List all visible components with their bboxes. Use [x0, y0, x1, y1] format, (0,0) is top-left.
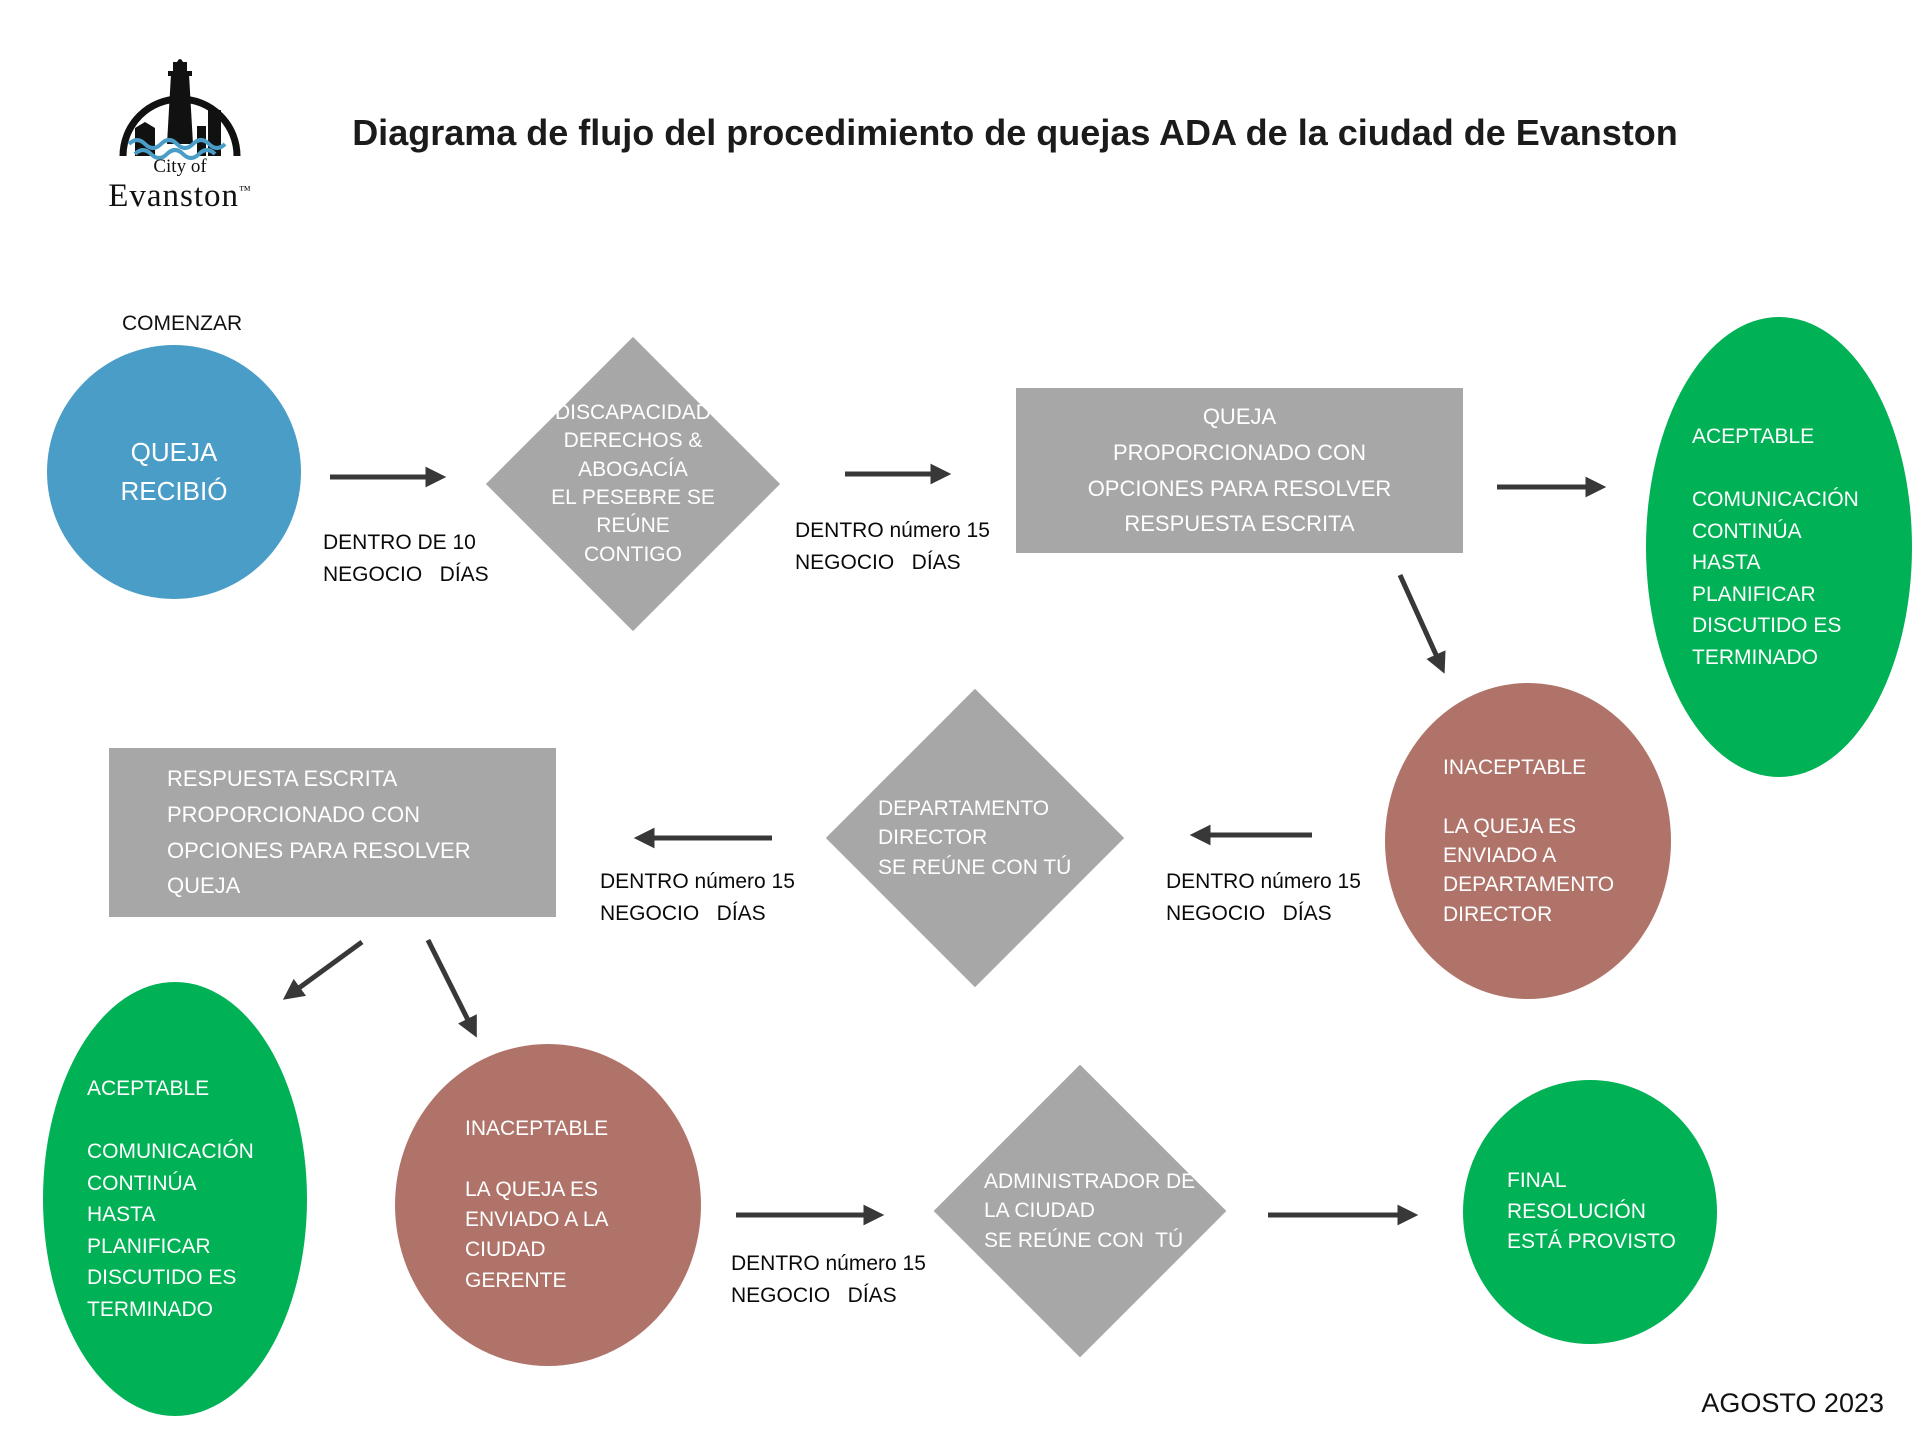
node-inaceptable-2: INACEPTABLE LA QUEJA ES ENVIADO A LA CIU…	[395, 1044, 701, 1366]
date-stamp: AGOSTO 2023	[1701, 1388, 1884, 1418]
edge-label-dentro-15-a: DENTRO número 15 NEGOCIO DÍAS	[795, 519, 990, 574]
node-aceptable-1: ACEPTABLE COMUNICACIÓN CONTINÚA HASTA PL…	[1646, 317, 1912, 777]
node-queja-recibio: QUEJA RECIBIÓ	[47, 345, 301, 599]
node-departamento-director: DEPARTAMENTO DIRECTOR SE REÚNE CON TÚ	[825, 688, 1125, 988]
trademark-symbol: ™	[239, 183, 252, 197]
arrow-response2-to-acceptable2	[282, 939, 364, 1000]
node-aceptable-2: ACEPTABLE COMUNICACIÓN CONTINÚA HASTA PL…	[43, 982, 307, 1416]
edge-label-dentro-15-b: DENTRO número 15 NEGOCIO DÍAS	[1166, 870, 1361, 925]
node-centro-abogacia: DISCAPACIDAD DERECHOS & ABOGACÍA EL PESE…	[485, 335, 781, 633]
start-annotation: COMENZAR	[122, 312, 243, 335]
node-resolucion-final: FINAL RESOLUCIÓN ESTÁ PROVISTO	[1463, 1080, 1717, 1344]
node-administrador-ciudad: ADMINISTRADOR DE LA CIUDAD SE REÚNE CON …	[933, 1064, 1227, 1358]
arrow-response2-to-unacceptable2	[425, 938, 477, 1038]
node-respuesta-escrita-1: QUEJA PROPORCIONADO CON OPCIONES PARA RE…	[1016, 388, 1463, 553]
node-respuesta-escrita-2: RESPUESTA ESCRITA PROPORCIONADO CON OPCI…	[109, 748, 556, 917]
lighthouse-arch-icon	[119, 59, 241, 160]
edge-label-dentro-15-c: DENTRO número 15 NEGOCIO DÍAS	[600, 870, 795, 925]
city-of-evanston-logo: City of Evanston™	[100, 44, 260, 215]
edge-label-dentro-15-d: DENTRO número 15 NEGOCIO DÍAS	[731, 1252, 926, 1307]
node-inaceptable-1: INACEPTABLE LA QUEJA ES ENVIADO A DEPART…	[1385, 683, 1671, 999]
logo-evanston-text: Evanston™	[108, 178, 252, 214]
page-title: Diagrama de flujo del procedimiento de q…	[352, 112, 1678, 153]
edge-label-dentro-10: DENTRO DE 10 NEGOCIO DÍAS	[323, 531, 489, 586]
arrow-response1-to-unacceptable1	[1397, 573, 1446, 674]
logo-city-of-text: City of	[153, 156, 207, 177]
